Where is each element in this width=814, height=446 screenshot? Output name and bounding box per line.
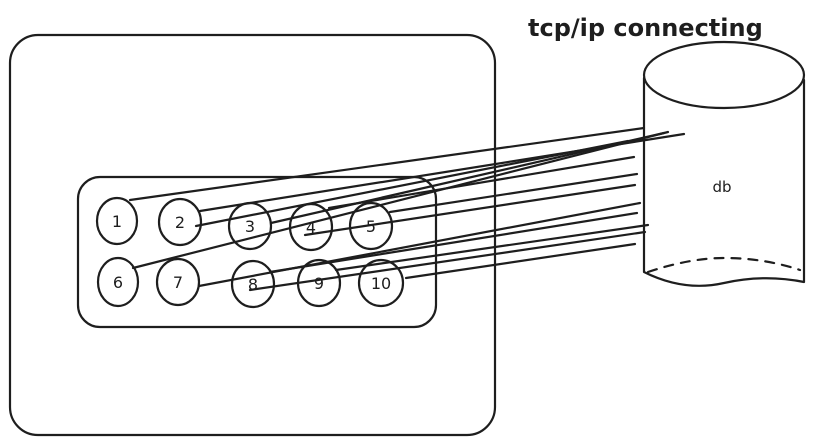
node-2-label: 2: [175, 213, 185, 232]
node-8-circle: [230, 259, 276, 309]
node-3-circle: [227, 201, 273, 251]
db-bottom-back: [646, 256, 802, 274]
connection-line-8: [268, 211, 639, 274]
db-top: [642, 40, 806, 110]
node-9-circle: [296, 258, 342, 308]
node-10: 10: [357, 258, 405, 308]
node-2: 2: [157, 197, 203, 247]
node-4: 4: [288, 202, 334, 252]
node-8: 8: [230, 259, 276, 309]
db-body: [642, 76, 806, 287]
connection-line-7: [197, 201, 642, 288]
node-8-label: 8: [248, 275, 258, 294]
node-1-label: 1: [112, 212, 122, 231]
connection-line-4: [327, 155, 636, 210]
node-5-label: 5: [366, 217, 376, 236]
node-6: 6: [96, 256, 140, 308]
diagram-title: tcp/ip connecting: [528, 14, 763, 42]
connection-line-10: [404, 242, 637, 280]
connection-line-extra-2: [303, 183, 637, 237]
node-3: 3: [227, 201, 273, 251]
database-cylinder: db: [642, 40, 806, 287]
connection-line-extra-1: [194, 139, 630, 228]
node-4-label: 4: [306, 218, 316, 237]
connection-line-1: [128, 126, 646, 202]
connection-lines: [128, 126, 686, 292]
node-9-label: 9: [314, 274, 324, 293]
nodes-group: 1 2 3 4 5 6 7 8: [95, 196, 405, 309]
node-10-label: 10: [371, 274, 391, 293]
connection-pool: [76, 175, 438, 329]
db-label: db: [712, 178, 731, 196]
node-7-label: 7: [173, 273, 183, 292]
node-6-circle: [96, 256, 140, 308]
node-3-label: 3: [245, 217, 255, 236]
node-2-circle: [157, 197, 203, 247]
connection-line-3: [269, 131, 666, 225]
node-1: 1: [95, 196, 139, 246]
connection-line-9: [334, 223, 650, 272]
node-7: 7: [155, 257, 201, 307]
node-1-circle: [95, 196, 139, 246]
node-6-label: 6: [113, 273, 123, 292]
node-9: 9: [296, 258, 342, 308]
node-4-circle: [288, 202, 334, 252]
node-5-circle: [348, 201, 394, 251]
node-7-circle: [155, 257, 201, 307]
node-10-circle: [357, 258, 405, 308]
connection-line-6: [131, 130, 670, 270]
connection-line-5: [388, 172, 639, 214]
node-5: 5: [348, 201, 394, 251]
connection-line-extra-3: [248, 230, 647, 292]
